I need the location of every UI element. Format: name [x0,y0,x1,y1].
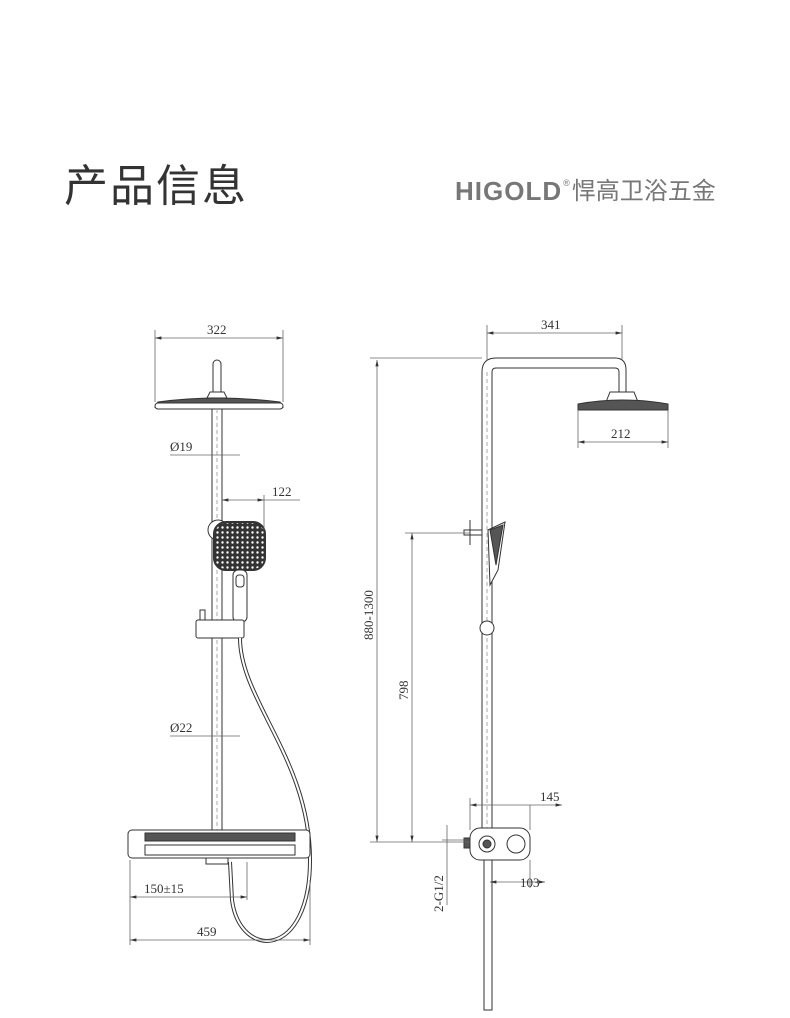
dim-inlet-thread: 2-G1/2 [431,875,446,912]
logo-text-cn: 悍高卫浴五金 [571,177,716,205]
brand-logo: HIGOLD ® 悍高卫浴五金 [455,176,716,206]
side-rain-head [577,399,669,411]
dim-head-diameter: 212 [611,426,631,441]
side-view [370,325,669,1011]
slide-bar-holder [195,619,245,639]
dim-pipe-upper: Ø19 [170,439,192,454]
front-view [127,330,313,945]
page-title: 产品信息 [64,161,248,212]
dim-valve-depth: 145 [540,789,560,804]
dim-hand-offset: 122 [272,484,292,499]
dim-arm-length: 341 [541,317,561,332]
dim-outlet-spacing: 150±15 [144,881,184,896]
shower-arm [481,357,627,830]
dim-height-range: 880-1300 [361,590,376,640]
hand-shower-head [213,521,266,571]
dim-holder-height: 798 [396,681,411,701]
dim-pipe-lower: Ø22 [170,720,192,735]
dim-valve-body: 103 [520,875,540,890]
dim-head-width: 322 [207,322,227,337]
dim-shelf-width: 459 [197,924,217,939]
logo-registered-mark: ® [563,178,570,188]
logo-text-en: HIGOLD [455,176,563,206]
